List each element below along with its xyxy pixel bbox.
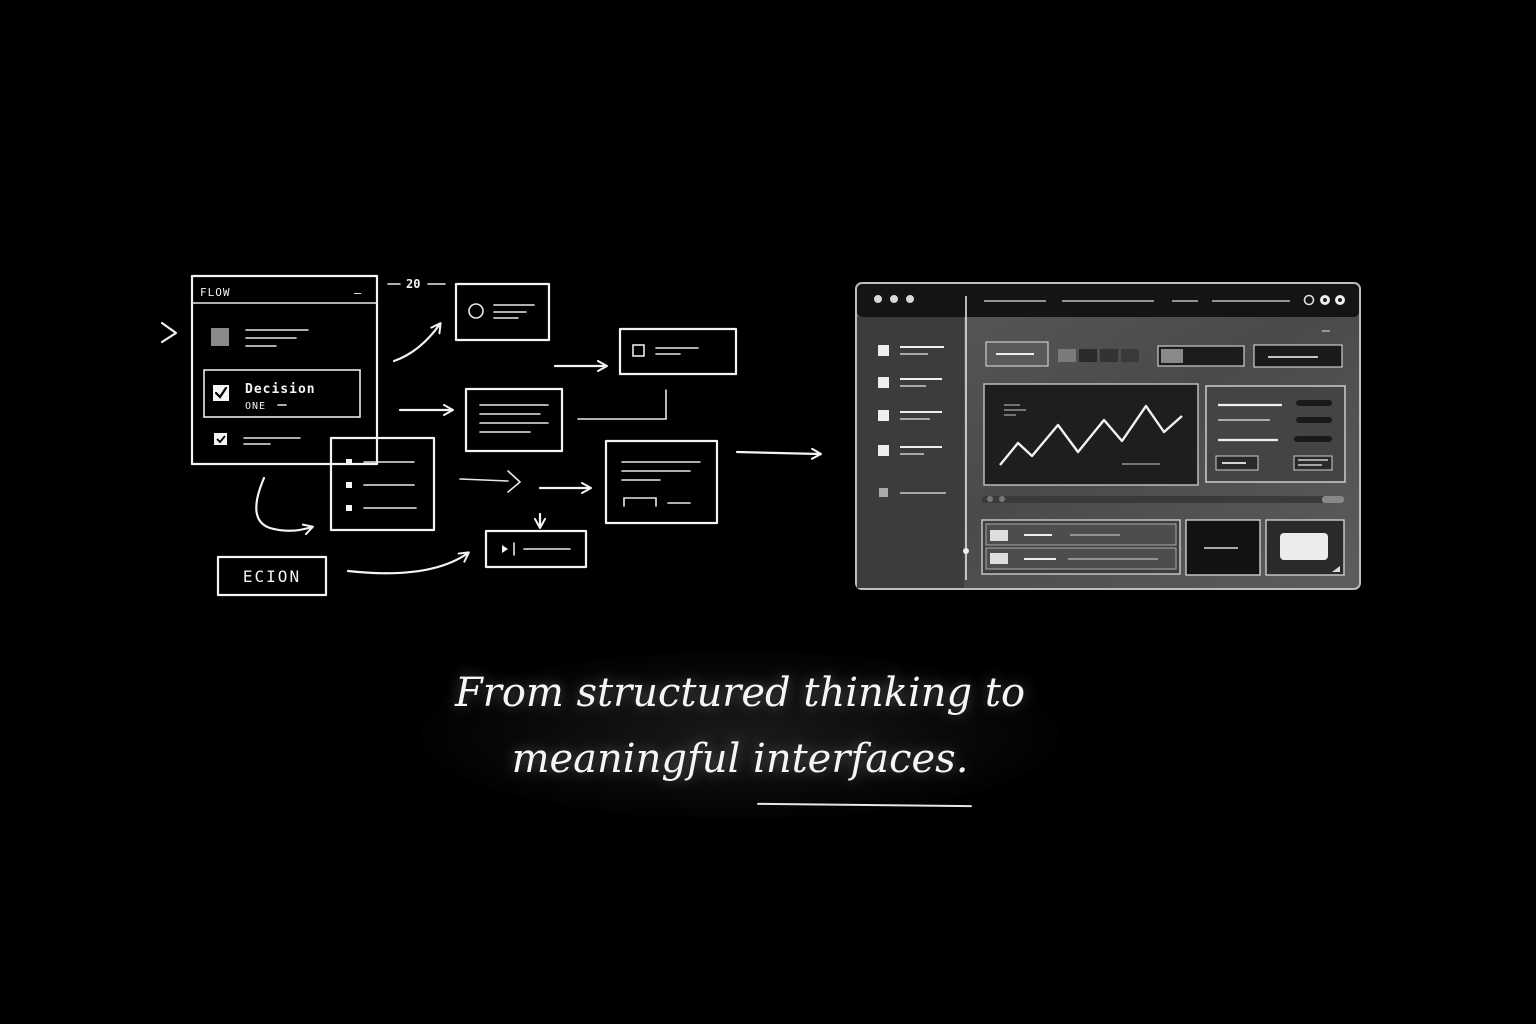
dashboard-chart-panel [983,383,1199,486]
settings-icon[interactable] [1303,294,1315,306]
flow-item-square-icon [211,328,229,346]
tagline-line-2-prefix: meaningful [511,736,754,782]
play-triangle-icon [507,470,522,493]
flow-card-square[interactable] [618,327,738,376]
circle-icon [468,303,484,319]
flow-check-icon[interactable] [214,433,227,445]
dashboard-preview-light[interactable] [1265,519,1345,576]
window-dot-icon[interactable] [874,295,882,303]
toggle[interactable] [1296,400,1332,406]
connector-text-to-square [577,389,667,420]
flow-card-player[interactable] [484,529,588,569]
dashboard-scrollbar[interactable] [982,496,1344,503]
tagline-underlined-word: interfaces. [753,726,968,792]
dashboard-toolbar [985,330,1343,368]
arrow-to-circle-card [392,322,442,363]
toggle[interactable] [1294,436,1332,442]
panel-button[interactable] [1293,455,1333,471]
flow-panel-title: FLOW [200,286,231,299]
toggle[interactable] [1296,417,1332,423]
flow-card-form[interactable] [604,439,719,525]
tagline-line-2: meaningful interfaces. [380,726,1100,792]
flow-card-text[interactable] [464,387,564,453]
dashboard-list-panel [981,519,1181,575]
sidebar-item-icon[interactable] [878,410,889,421]
flow-panel-minimize[interactable]: — [354,286,362,300]
sidebar-item-icon[interactable] [878,377,889,388]
toolbar-swatch[interactable] [1058,349,1076,362]
entry-chevron-icon [160,321,178,344]
play-icon [502,545,508,553]
ecion-box[interactable]: ECION [216,555,328,597]
faint-connector [459,478,509,482]
sidebar-item-icon[interactable] [878,445,889,456]
flow-card-circle[interactable] [454,282,551,342]
step-counter: 20 [406,277,420,291]
toolbar-button[interactable] [1253,344,1343,368]
arrow-ecion-to-player [346,551,470,575]
dashboard-line-chart [999,404,1183,466]
window-dot-icon[interactable] [906,295,914,303]
tagline-line-1: From structured thinking to [454,670,1026,716]
flow-panel: FLOW — Decision ONE [190,274,379,466]
sidebar-item-icon[interactable] [878,345,889,356]
curved-arrow-to-list [255,476,314,536]
window-dot-icon[interactable] [890,295,898,303]
flow-sketch: FLOW — Decision ONE 20 [160,274,822,597]
decision-subtitle: ONE [245,401,266,412]
decision-title: Decision [245,382,316,397]
arrow-to-dashboard [735,447,822,460]
decision-card[interactable] [203,369,361,418]
flow-card-list[interactable] [329,436,436,532]
dashboard-preview-dark[interactable] [1185,519,1261,576]
dashboard-sidebar [857,296,969,588]
sidebar-item-icon[interactable] [879,488,888,497]
tagline: From structured thinking to meaningful i… [380,660,1100,792]
ecion-label: ECION [243,567,301,586]
square-icon [632,344,645,357]
dashboard-mockup [855,282,1361,590]
dashboard-settings-panel [1205,385,1346,483]
